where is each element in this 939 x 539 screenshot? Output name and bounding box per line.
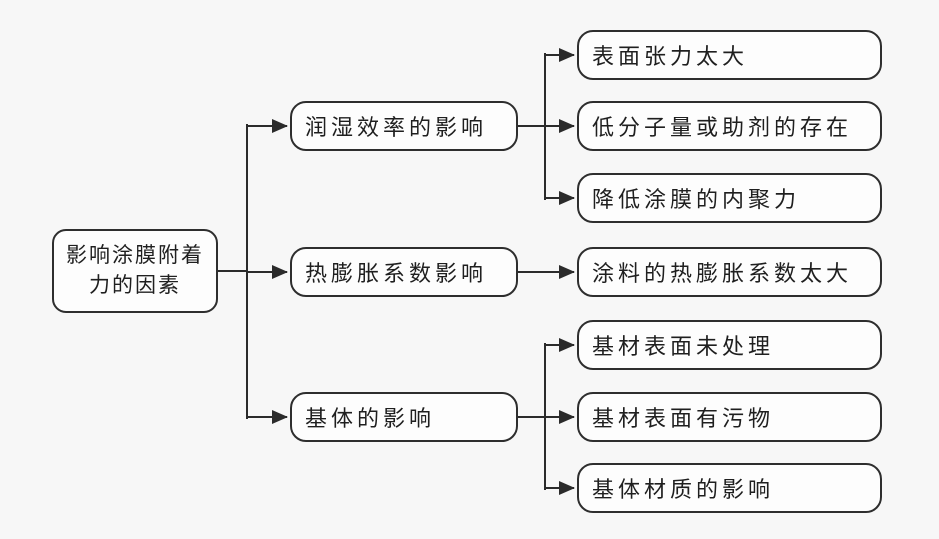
leaf-label: 基体材质的影响 [592, 477, 775, 502]
branch-label: 基体的影响 [305, 406, 436, 431]
leaf-coating-thermal-expansion-too-high: 涂料的热膨胀系数太大 [577, 247, 882, 297]
leaf-reduced-film-cohesion: 降低涂膜的内聚力 [577, 173, 882, 223]
branch-label: 热膨胀系数影响 [305, 261, 488, 286]
leaf-label: 低分子量或助剂的存在 [592, 115, 853, 140]
leaf-label: 涂料的热膨胀系数太大 [592, 261, 853, 286]
connector-branch-wetting-to-leaves [517, 48, 575, 205]
leaf-label: 表面张力太大 [592, 44, 749, 69]
root-node-adhesion-factors: 影响涂膜附着 力的因素 [52, 229, 218, 313]
root-node-label-line2: 力的因素 [89, 274, 181, 297]
leaf-surface-tension-too-high: 表面张力太大 [577, 30, 882, 80]
leaf-label: 降低涂膜的内聚力 [592, 187, 801, 212]
leaf-low-molecular-weight-or-additives: 低分子量或助剂的存在 [577, 101, 882, 151]
leaf-label: 基材表面有污物 [592, 406, 775, 431]
connector-branch-substrate-to-leaves [517, 338, 575, 495]
leaf-substrate-material-influence: 基体材质的影响 [577, 463, 882, 513]
leaf-substrate-surface-untreated: 基材表面未处理 [577, 320, 882, 370]
branch-thermal-expansion: 热膨胀系数影响 [290, 247, 518, 297]
branch-wetting-efficiency: 润湿效率的影响 [290, 101, 518, 151]
leaf-substrate-surface-contaminated: 基材表面有污物 [577, 392, 882, 442]
branch-label: 润湿效率的影响 [305, 115, 488, 140]
leaf-label: 基材表面未处理 [592, 334, 775, 359]
branch-substrate: 基体的影响 [290, 392, 518, 442]
root-node-label-line1: 影响涂膜附着 [66, 243, 204, 267]
connector-root-to-branches [217, 119, 288, 424]
